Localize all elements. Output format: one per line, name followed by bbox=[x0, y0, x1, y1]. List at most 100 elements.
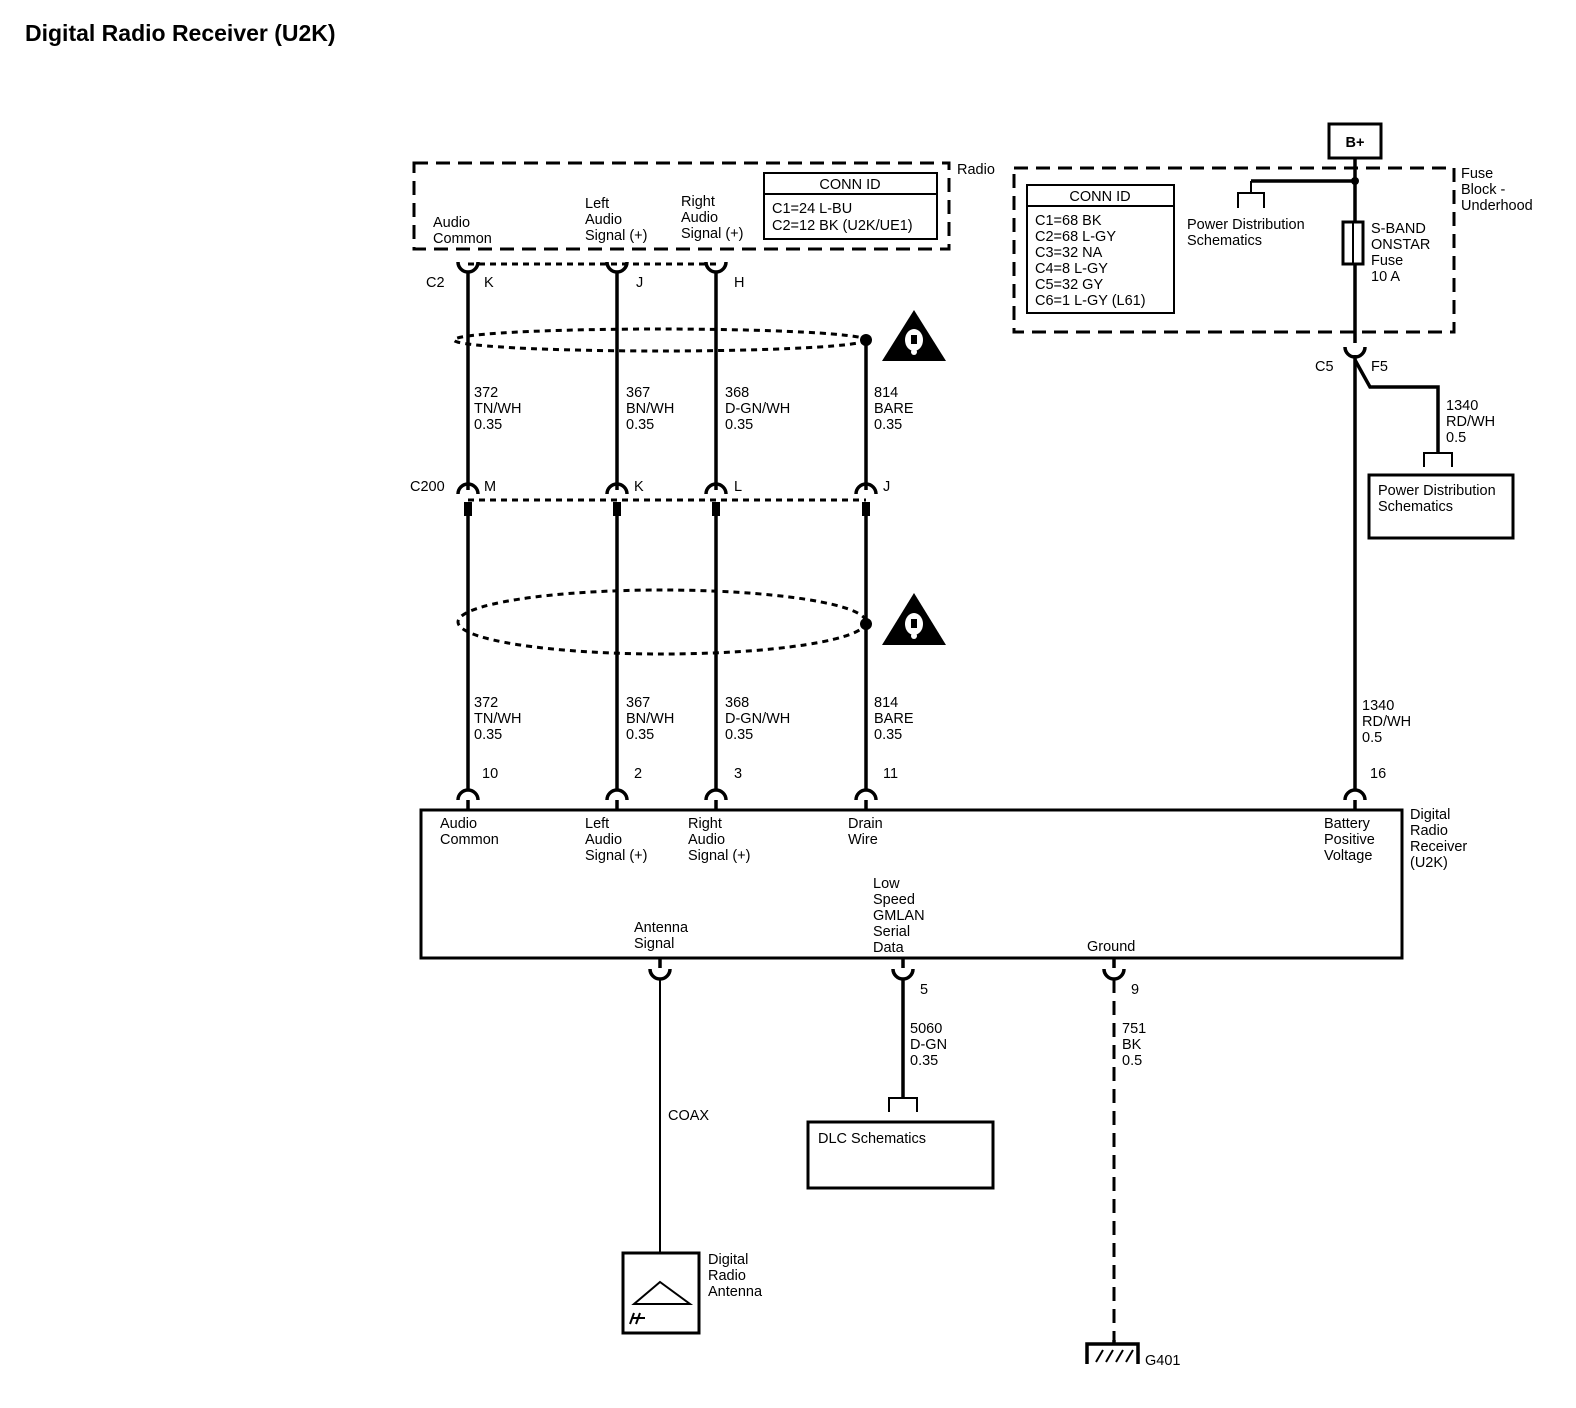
feed-1340: 1340 RD/WH 0.5 Power Distribution Schema… bbox=[1353, 355, 1515, 790]
fuse-block-label-2: Block - bbox=[1461, 182, 1505, 198]
c200-pin-j-label: J bbox=[883, 479, 890, 495]
receiver-gmlan-2: Speed bbox=[873, 892, 915, 908]
c200-terminal-m bbox=[456, 482, 480, 495]
wire-368-lower-color: D-GN/WH bbox=[725, 711, 790, 727]
branch-1340-gauge: 0.5 bbox=[1446, 430, 1466, 446]
receiver-terminal-3 bbox=[704, 788, 728, 801]
radio-pin-left-3: Signal (+) bbox=[585, 228, 647, 244]
feed-1340-circuit: 1340 bbox=[1362, 698, 1394, 714]
c200-pin-m-label: M bbox=[484, 479, 496, 495]
dlc-label: DLC Schematics bbox=[818, 1131, 926, 1147]
fuse-conn-id-line-5: C5=32 GY bbox=[1035, 277, 1103, 293]
wire-367-lower-circuit: 367 bbox=[626, 695, 650, 711]
power-dist-bracket bbox=[1237, 192, 1265, 208]
radio-conn-id-box bbox=[763, 172, 938, 240]
fuse-label-1: S-BAND bbox=[1371, 221, 1426, 237]
receiver-pin-2: 2 bbox=[634, 766, 642, 782]
fuse-conn-id-line-2: C2=68 L-GY bbox=[1035, 229, 1116, 245]
lower-harness: 372 TN/WH 0.35 367 BN/WH 0.35 368 D-GN/W… bbox=[456, 516, 946, 790]
receiver-drain-1: Drain bbox=[848, 816, 883, 832]
radio-dashed-box bbox=[412, 161, 951, 251]
receiver-pin-3: 3 bbox=[734, 766, 742, 782]
c200-pin-k-label: K bbox=[634, 479, 644, 495]
wire-814-upper-color: BARE bbox=[874, 401, 914, 417]
ground-symbol-icon bbox=[1085, 1340, 1140, 1364]
receiver-battery-2: Positive bbox=[1324, 832, 1375, 848]
receiver-gmlan-1: Low bbox=[873, 876, 900, 892]
c200-pin-k bbox=[613, 502, 621, 516]
radio-pin-h: H bbox=[734, 275, 744, 291]
warning-triangle-icon bbox=[882, 593, 946, 645]
c200-pin-l bbox=[712, 502, 720, 516]
wire-751-color: BK bbox=[1122, 1037, 1142, 1053]
page-title: Digital Radio Receiver (U2K) bbox=[25, 20, 336, 46]
wire-367-upper-circuit: 367 bbox=[626, 385, 650, 401]
power-dist-schematics-box bbox=[1367, 473, 1515, 540]
branch-1340-circuit: 1340 bbox=[1446, 398, 1478, 414]
branch-1340-color: RD/WH bbox=[1446, 414, 1495, 430]
b-plus-supply-box bbox=[1327, 122, 1383, 160]
receiver-terminal-10 bbox=[456, 788, 480, 801]
receiver-terminal-antenna bbox=[648, 968, 672, 981]
receiver-left-2: Audio bbox=[585, 832, 622, 848]
receiver-terminal-5 bbox=[891, 968, 915, 981]
c5-pin-f5: F5 bbox=[1371, 359, 1388, 375]
wire-368-lower-circuit: 368 bbox=[725, 695, 749, 711]
wire-367-upper-gauge: 0.35 bbox=[626, 417, 654, 433]
drain-splice-upper bbox=[860, 334, 872, 346]
radio-conn-id-line-2: C2=12 BK (U2K/UE1) bbox=[772, 218, 913, 234]
dlc-ref-bracket bbox=[888, 1097, 918, 1112]
wire-751-circuit: 751 bbox=[1122, 1021, 1146, 1037]
c200-terminal-k bbox=[605, 482, 629, 495]
receiver-gmlan-5: Data bbox=[873, 940, 905, 956]
receiver-pin-5: 5 bbox=[920, 982, 928, 998]
twisted-pair-shield-lower bbox=[456, 588, 868, 656]
wire-372-upper-gauge: 0.35 bbox=[474, 417, 502, 433]
wire-368-upper-color: D-GN/WH bbox=[725, 401, 790, 417]
c200-pin-j bbox=[862, 502, 870, 516]
coax-label: COAX bbox=[668, 1108, 709, 1124]
fuse-conn-id-header: CONN ID bbox=[1069, 189, 1130, 205]
gmlan-branch: 5060 D-GN 0.35 DLC Schematics bbox=[806, 979, 995, 1190]
receiver-right-1: Right bbox=[688, 816, 722, 832]
c200-pin-m bbox=[464, 502, 472, 516]
fuse-label-4: 10 A bbox=[1371, 269, 1400, 285]
wire-5060-color: D-GN bbox=[910, 1037, 947, 1053]
receiver-right-2: Audio bbox=[688, 832, 725, 848]
wire-368-lower-gauge: 0.35 bbox=[725, 727, 753, 743]
receiver-pin-10: 10 bbox=[482, 766, 498, 782]
c200-connector: C200 M K L J bbox=[410, 479, 890, 516]
radio-pin-k: K bbox=[484, 275, 494, 291]
feed-1340-color: RD/WH bbox=[1362, 714, 1411, 730]
fuse-conn-id-line-4: C4=8 L-GY bbox=[1035, 261, 1108, 277]
wire-372-lower-circuit: 372 bbox=[474, 695, 498, 711]
wire-372-upper-color: TN/WH bbox=[474, 401, 522, 417]
radio-pin-left-2: Audio bbox=[585, 212, 622, 228]
radio-conn-id-table: CONN ID C1=24 L-BU C2=12 BK (U2K/UE1) bbox=[763, 172, 938, 240]
c5-connector-label: C5 bbox=[1315, 359, 1334, 375]
b-plus-label: B+ bbox=[1346, 135, 1365, 151]
power-dist-ref-bracket bbox=[1423, 452, 1453, 467]
receiver-terminal-11 bbox=[854, 788, 878, 801]
radio-component: Radio Audio Common Left Audio Signal (+)… bbox=[412, 161, 995, 291]
wire-751-gauge: 0.5 bbox=[1122, 1053, 1142, 1069]
wire-814-upper-circuit: 814 bbox=[874, 385, 898, 401]
receiver-label-1: Digital bbox=[1410, 807, 1450, 823]
twisted-pair-shield-upper bbox=[452, 327, 868, 353]
antenna-branch: COAX Digital Radio Antenna bbox=[621, 979, 763, 1335]
radio-pin-audio-common-1: Audio bbox=[433, 215, 470, 231]
drain-splice-lower bbox=[860, 618, 872, 630]
receiver-antenna-2: Signal bbox=[634, 936, 674, 952]
radio-label: Radio bbox=[957, 162, 995, 178]
radio-pin-right-2: Audio bbox=[681, 210, 718, 226]
radio-pin-left-1: Left bbox=[585, 196, 609, 212]
receiver-pin-16: 16 bbox=[1370, 766, 1386, 782]
receiver-audio-common-1: Audio bbox=[440, 816, 477, 832]
receiver-battery-1: Battery bbox=[1324, 816, 1371, 832]
receiver-right-3: Signal (+) bbox=[688, 848, 750, 864]
receiver-label-2: Radio bbox=[1410, 823, 1448, 839]
receiver-audio-common-2: Common bbox=[440, 832, 499, 848]
receiver-antenna-1: Antenna bbox=[634, 920, 689, 936]
wire-814-lower-color: BARE bbox=[874, 711, 914, 727]
receiver-gmlan-4: Serial bbox=[873, 924, 910, 940]
